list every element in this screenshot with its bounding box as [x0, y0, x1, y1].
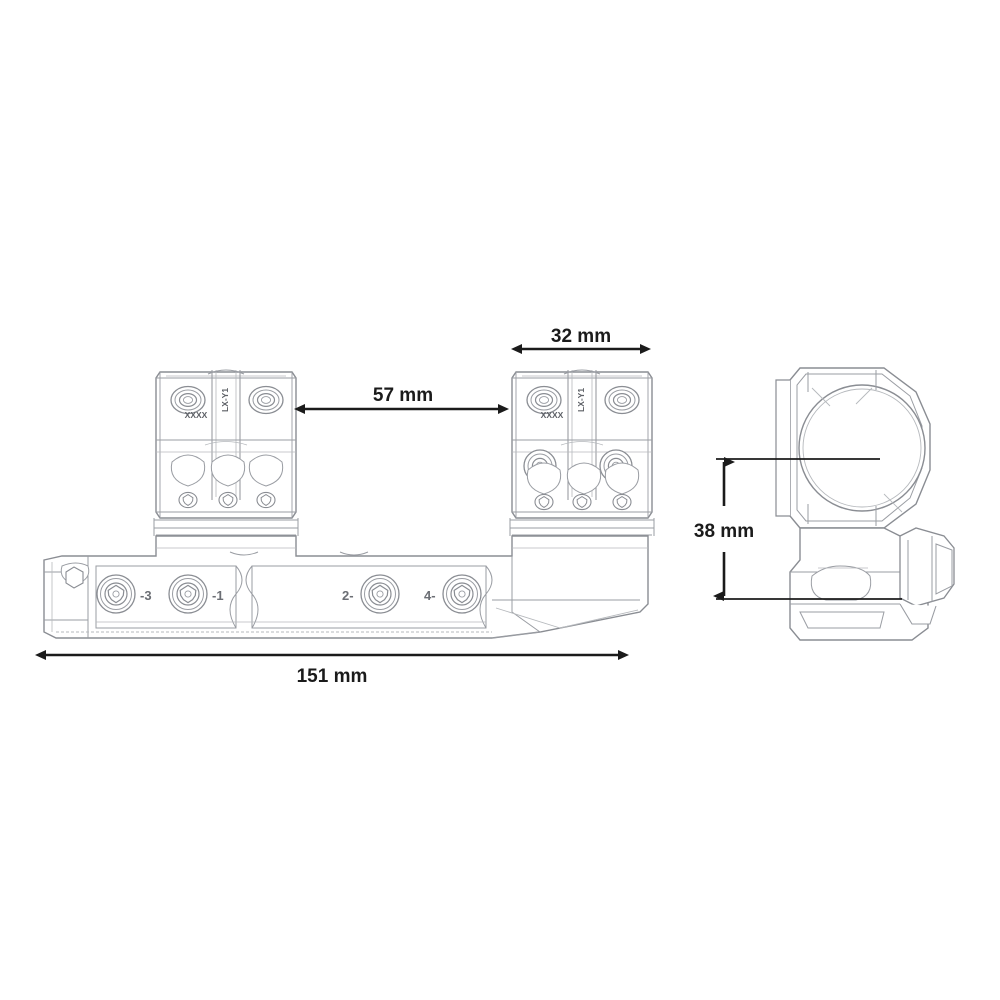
left-scope-ring: XXXX LX-Y1: [153, 369, 299, 536]
dimension-label-total-length: 151 mm: [297, 666, 368, 687]
side-view-group: XXXX LX-Y1 XXXX: [43, 369, 655, 639]
base-screw: [168, 574, 208, 614]
ring-marking-model: LX-Y1: [576, 388, 586, 412]
dimension-38mm: 38 mm: [694, 457, 902, 601]
dimension-57mm: 57 mm: [294, 385, 509, 414]
ring-clamp-screw: [612, 493, 632, 511]
screw-label: 2-: [342, 588, 354, 603]
ring-marking-model: LX-Y1: [220, 388, 230, 412]
front-view-group: [775, 367, 955, 641]
dimension-151mm: 151 mm: [35, 650, 629, 687]
dimension-label-ring-width: 32 mm: [551, 326, 611, 347]
ring-marking-code: XXXX: [185, 410, 208, 420]
ring-clamp-screw: [572, 493, 592, 511]
dimension-label-center-height: 38 mm: [694, 521, 754, 542]
dimension-label-ring-spacing: 57 mm: [373, 385, 433, 406]
base-screw: [96, 574, 136, 614]
mount-base: -3 -1 2- 4-: [43, 535, 649, 639]
dimension-32mm: 32 mm: [511, 326, 651, 354]
screw-label: -1: [212, 588, 224, 603]
ring-bolt: [248, 385, 284, 415]
right-scope-ring: XXXX LX-Y1: [509, 369, 655, 536]
ring-clamp-screw: [534, 493, 554, 511]
ring-clamp-screw: [218, 491, 238, 509]
ring-clamp-screw: [178, 491, 198, 509]
base-screw: [360, 574, 400, 614]
base-screw: [442, 574, 482, 614]
ring-clamp-screw: [256, 491, 276, 509]
ring-marking-code: XXXX: [541, 410, 564, 420]
screw-label: -3: [140, 588, 152, 603]
screw-label: 4-: [424, 588, 436, 603]
ring-bolt: [604, 385, 640, 415]
